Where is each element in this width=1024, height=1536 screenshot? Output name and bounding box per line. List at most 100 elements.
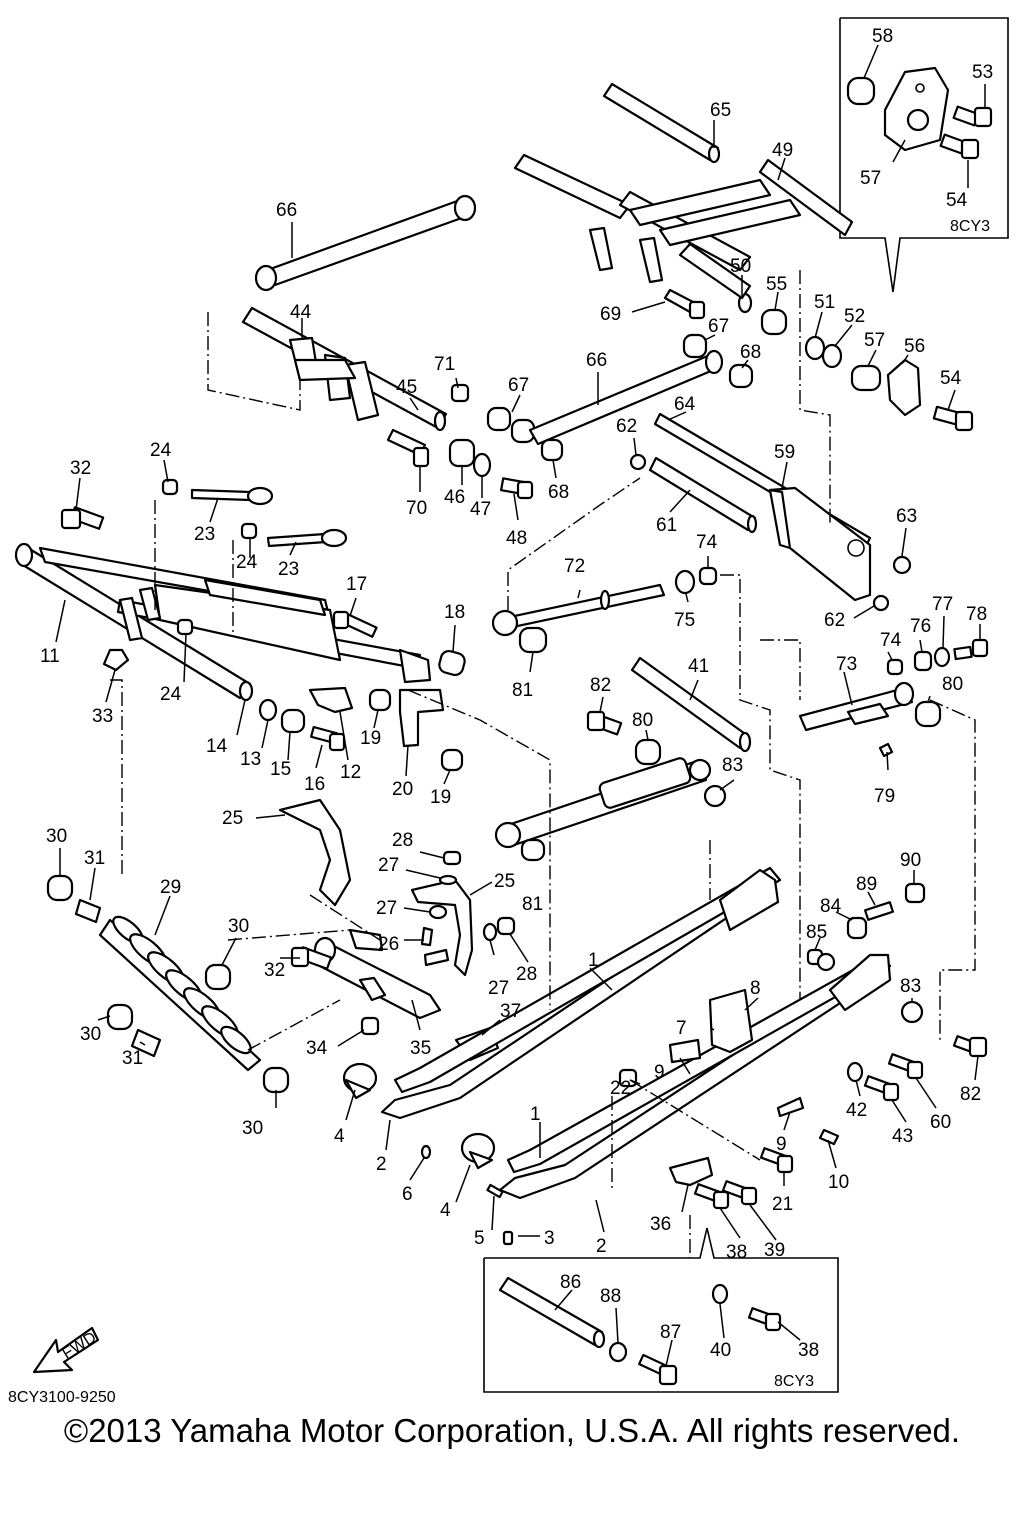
part-label: 55	[766, 274, 787, 295]
part-label: 80	[632, 710, 653, 731]
part-label: 56	[904, 336, 925, 357]
part-label: 41	[688, 656, 709, 677]
part-label: 74	[880, 630, 902, 651]
part-label: 78	[966, 604, 987, 625]
part-label: 4	[334, 1126, 345, 1147]
part-label: 1	[588, 950, 599, 971]
part-label: 31	[84, 848, 105, 869]
part-label: 5	[474, 1228, 485, 1249]
part-label: 54	[940, 368, 962, 389]
part-label: 40	[710, 1340, 731, 1361]
fwd-arrow-icon: FWD	[32, 1326, 100, 1374]
part-label: 86	[560, 1272, 581, 1293]
part-label: 82	[590, 675, 611, 696]
part-label: 79	[874, 786, 895, 807]
part-label: 60	[930, 1112, 951, 1133]
pivot-arm-group	[798, 638, 989, 771]
part-label: 29	[160, 877, 181, 898]
part-label: 17	[346, 574, 367, 595]
part-label: 62	[616, 416, 637, 437]
part-label: 80	[942, 674, 963, 695]
part-label: 9	[776, 1134, 787, 1155]
part-label: 2	[376, 1154, 387, 1175]
part-label: 35	[410, 1038, 431, 1059]
part-label: 30	[228, 916, 249, 937]
part-label: 24	[150, 440, 172, 461]
part-label: 67	[708, 316, 729, 337]
part-label: 68	[548, 482, 569, 503]
part-label: 27	[488, 978, 509, 999]
part-label: 19	[430, 787, 451, 808]
part-label: 28	[392, 830, 413, 851]
part-label: 1	[530, 1104, 541, 1125]
parts-diagram: FWD 1 1 2 2 3 4 4 5 6 7 8 9 9 10 11 12 1…	[8, 17, 1009, 1406]
guide-lines	[110, 270, 976, 1258]
part-label: 27	[378, 855, 399, 876]
part-label: 24	[236, 552, 258, 573]
part-label: 46	[444, 487, 465, 508]
part-label: 74	[696, 532, 718, 553]
part-label: 83	[900, 976, 921, 997]
part-label: 24	[160, 684, 182, 705]
part-label: 77	[932, 594, 953, 615]
part-label: 61	[656, 515, 677, 536]
part-label: 53	[972, 62, 993, 83]
part-label: 20	[392, 779, 413, 800]
part-label: 59	[774, 442, 795, 463]
part-label: 57	[864, 330, 885, 351]
part-label: 26	[378, 934, 399, 955]
part-label: 32	[264, 960, 285, 981]
variant-label: 8CY3	[774, 1373, 814, 1390]
part-label: 30	[80, 1024, 101, 1045]
part-label: 82	[960, 1084, 981, 1105]
part-label: 81	[512, 680, 533, 701]
part-label: 44	[290, 302, 312, 323]
part-label: 43	[892, 1126, 913, 1147]
part-label: 88	[600, 1286, 621, 1307]
part-label: 72	[564, 556, 585, 577]
part-label: 27	[376, 898, 397, 919]
inset-box-bottom	[483, 1227, 839, 1393]
part-label: 23	[194, 524, 215, 545]
part-label: 34	[306, 1038, 328, 1059]
part-label: 18	[444, 602, 465, 623]
copyright-notice: ©2013 Yamaha Motor Corporation, U.S.A. A…	[63, 1412, 961, 1449]
part-label: 70	[406, 498, 427, 519]
part-label: 49	[772, 140, 793, 161]
part-label: 75	[674, 610, 695, 631]
part-label: 38	[726, 1242, 747, 1263]
part-label: 3	[544, 1228, 555, 1249]
part-label: 30	[46, 826, 67, 847]
part-label: 12	[340, 762, 361, 783]
part-label: 84	[820, 896, 842, 917]
part-label: 10	[828, 1172, 849, 1193]
part-label: 31	[122, 1048, 143, 1069]
part-label: 33	[92, 706, 113, 727]
part-label: 36	[650, 1214, 671, 1235]
part-label: 39	[764, 1240, 785, 1261]
part-label: 9	[654, 1062, 665, 1083]
front-frame-assembly	[14, 478, 466, 772]
rear-arm-assembly	[513, 82, 974, 432]
part-label: 76	[910, 616, 931, 637]
rear-shock-group	[46, 874, 290, 1094]
part-label: 25	[494, 871, 515, 892]
part-label: 14	[206, 736, 228, 757]
part-label: 28	[516, 964, 537, 985]
part-label: 68	[740, 342, 761, 363]
part-labels: 1 1 2 2 3 4 4 5 6 7 8 9 9 10 11 12 13 14…	[8, 26, 993, 1406]
part-label: 19	[360, 728, 381, 749]
part-label: 11	[40, 646, 60, 667]
part-label: 48	[506, 528, 527, 549]
part-label: 22	[610, 1078, 631, 1099]
part-label: 63	[896, 506, 917, 527]
fwd-label: FWD	[60, 1329, 100, 1363]
part-label: 90	[900, 850, 921, 871]
part-label: 38	[798, 1340, 819, 1361]
part-label: 69	[600, 304, 621, 325]
link-rod-upper	[254, 194, 477, 292]
part-label: 87	[660, 1322, 681, 1343]
part-label: 32	[70, 458, 91, 479]
slide-rail-left	[342, 866, 782, 1120]
part-label: 15	[270, 759, 291, 780]
